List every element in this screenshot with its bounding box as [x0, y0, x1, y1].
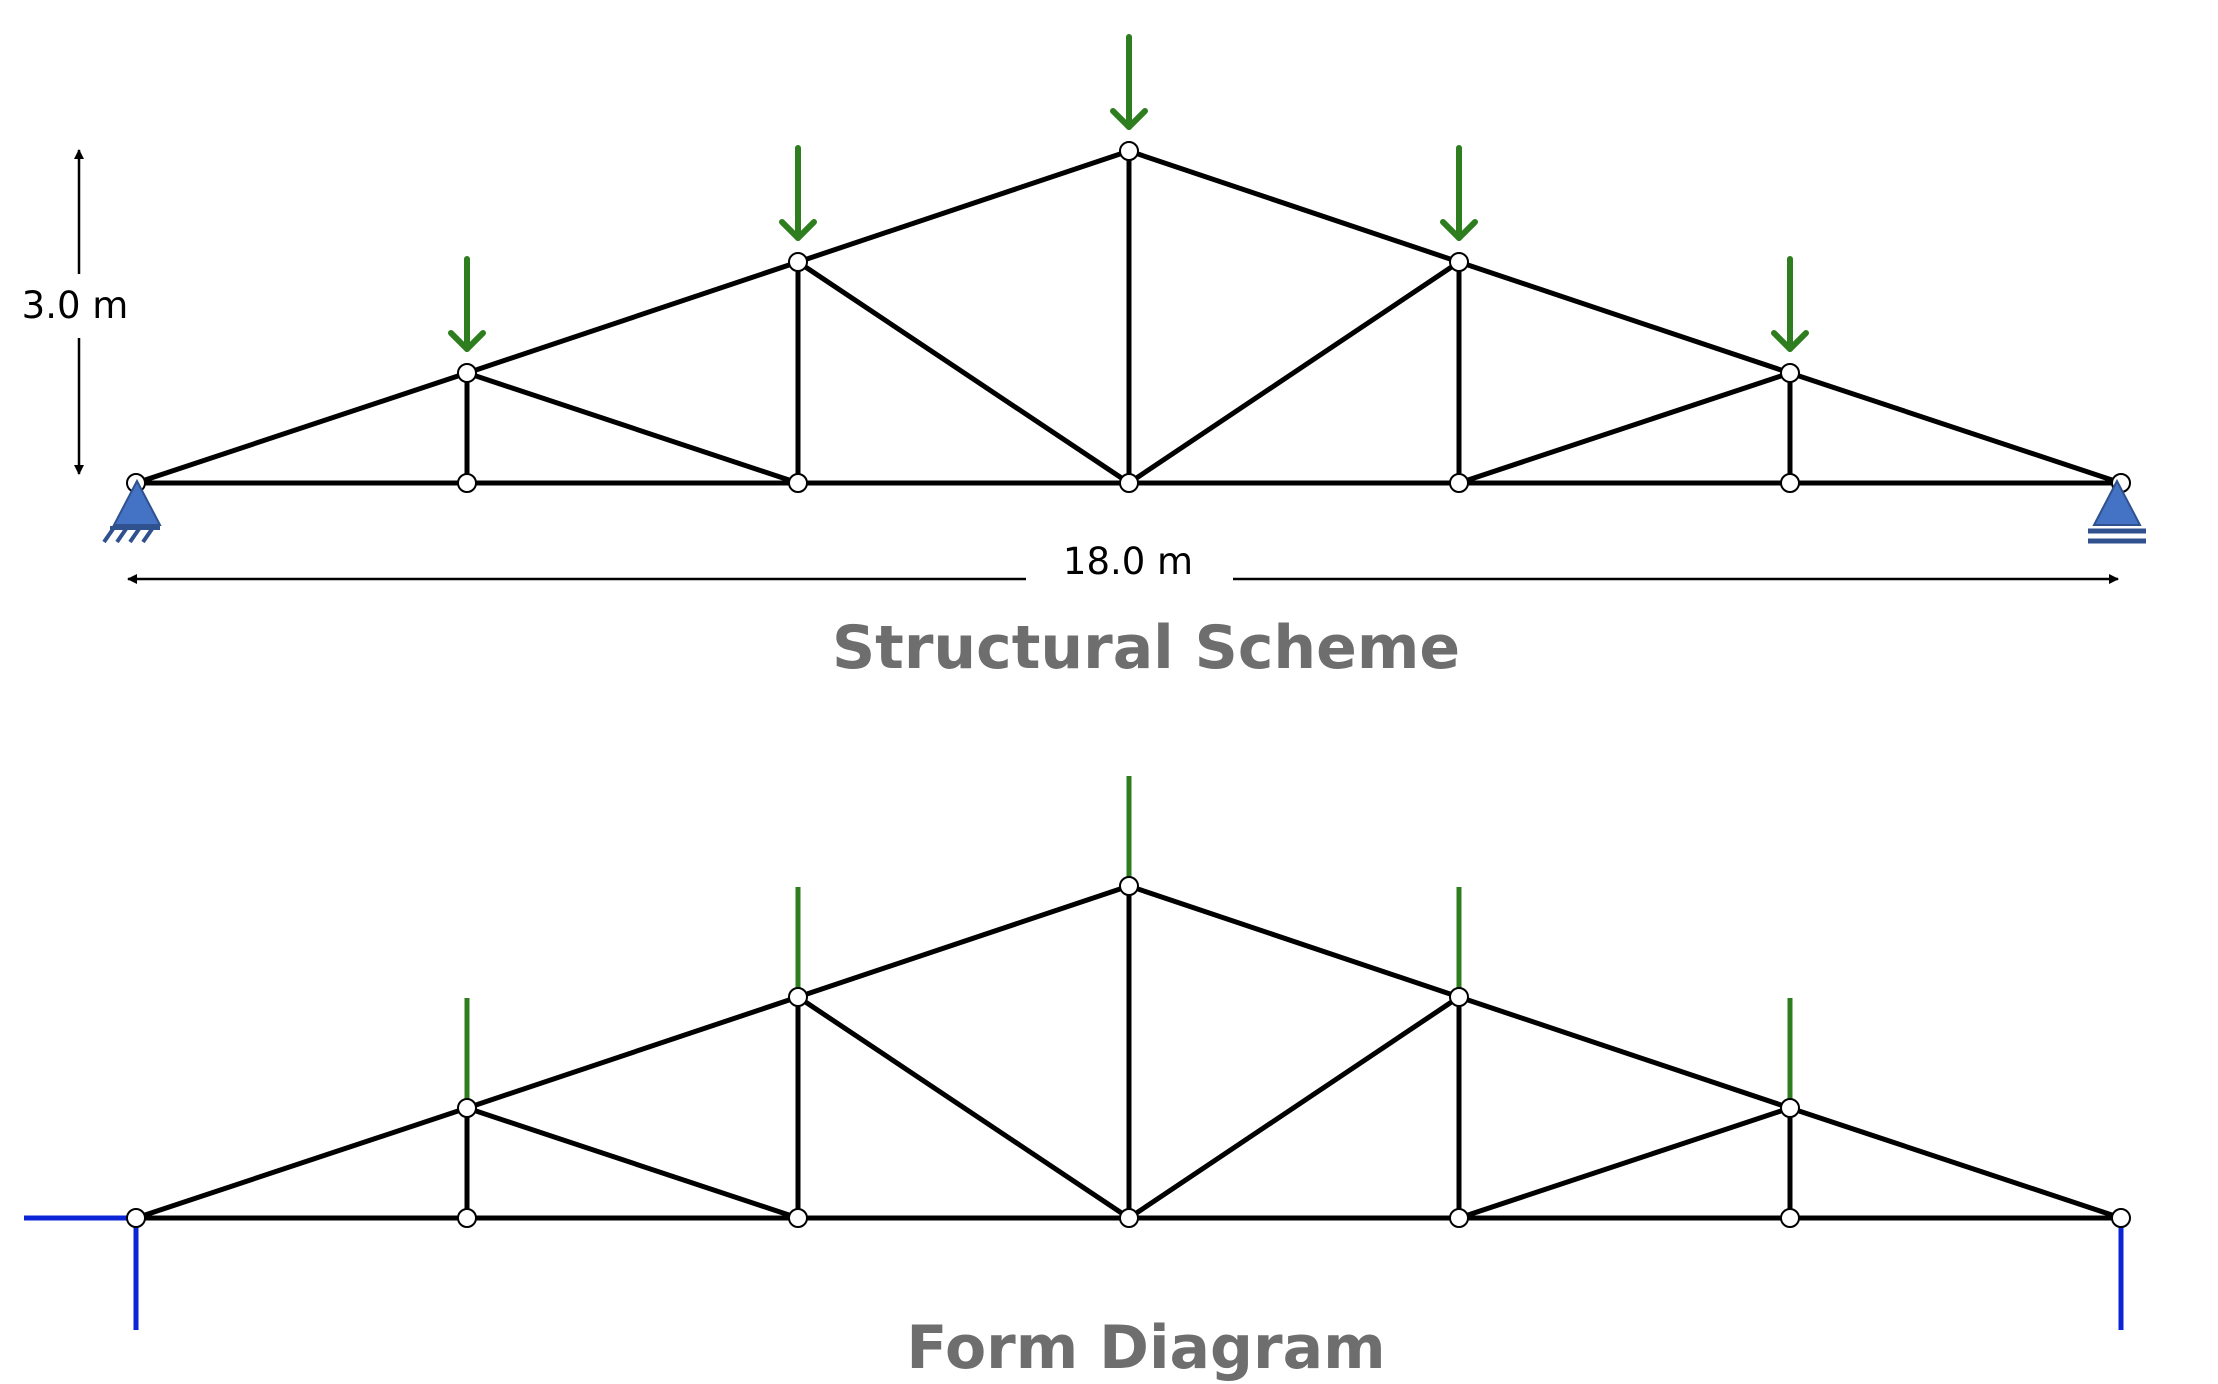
scheme-nodes: [126, 141, 2131, 493]
scheme-top-node-4: [1449, 252, 1469, 272]
scheme-member-21: [1456, 370, 1793, 486]
span-label: 18.0 m: [1063, 540, 1193, 583]
load-arrow-icon-2: [779, 145, 817, 241]
form-member-10: [1126, 883, 1462, 1000]
form-title: Form Diagram: [906, 1313, 1385, 1383]
scheme-top-node-2: [788, 252, 808, 272]
scheme-title: Structural Scheme: [832, 613, 1460, 683]
scheme-bottom-node-5: [1449, 473, 1469, 493]
form-top-node-1: [457, 1098, 477, 1118]
form-member-21: [1456, 1105, 1793, 1221]
form-bottom-node-6: [1780, 1208, 1800, 1228]
form-member-8: [464, 994, 801, 1111]
scheme-member-8: [464, 259, 801, 376]
form-member-19: [795, 994, 1132, 1221]
scheme-bottom-node-2: [457, 473, 477, 493]
structural-scheme: 3.0 m 18.0 m Structural Scheme: [22, 34, 2146, 683]
scheme-bottom-node-3: [788, 473, 808, 493]
scheme-member-19: [795, 259, 1132, 486]
span-dimension: 18.0 m: [127, 540, 2119, 584]
scheme-top-node-3: [1119, 141, 1139, 161]
form-member-18: [464, 1105, 801, 1221]
scheme-top-node-1: [457, 363, 477, 383]
scheme-member-9: [795, 148, 1132, 265]
form-bottom-node-1: [126, 1208, 146, 1228]
form-bottom-node-7: [2111, 1208, 2131, 1228]
scheme-member-20: [1126, 259, 1462, 486]
form-member-7: [133, 1105, 470, 1221]
form-top-node-3: [1119, 876, 1139, 896]
form-bottom-node-3: [788, 1208, 808, 1228]
form-reactions: [24, 1215, 2124, 1330]
load-arrow-icon-1: [448, 256, 486, 352]
form-bottom-node-4: [1119, 1208, 1139, 1228]
form-diagram: Form Diagram: [24, 776, 2131, 1383]
form-member-11: [1456, 994, 1793, 1111]
scheme-member-11: [1456, 259, 1793, 376]
scheme-member-7: [133, 370, 470, 486]
scheme-member-10: [1126, 148, 1462, 265]
form-nodes: [126, 876, 2131, 1228]
form-bottom-node-2: [457, 1208, 477, 1228]
load-arrow-icon-4: [1440, 145, 1478, 241]
height-label: 3.0 m: [22, 284, 129, 327]
form-members: [133, 883, 2124, 1221]
form-top-node-5: [1780, 1098, 1800, 1118]
load-arrow-icon-5: [1771, 256, 1809, 352]
form-top-node-2: [788, 987, 808, 1007]
height-dimension: 3.0 m: [22, 149, 129, 475]
roller-support-icon: [2088, 478, 2146, 544]
form-member-12: [1787, 1105, 2124, 1221]
form-member-20: [1126, 994, 1462, 1221]
form-member-9: [795, 883, 1132, 1000]
scheme-member-12: [1787, 370, 2124, 486]
scheme-loads: [448, 34, 1809, 352]
scheme-members: [133, 148, 2124, 486]
scheme-top-node-5: [1780, 363, 1800, 383]
form-top-node-4: [1449, 987, 1469, 1007]
load-arrow-icon-3: [1110, 34, 1148, 130]
scheme-member-18: [464, 370, 801, 486]
scheme-bottom-node-4: [1119, 473, 1139, 493]
pin-support-icon: [102, 478, 162, 544]
form-bottom-node-5: [1449, 1208, 1469, 1228]
scheme-bottom-node-6: [1780, 473, 1800, 493]
form-loads: [464, 776, 1793, 1108]
